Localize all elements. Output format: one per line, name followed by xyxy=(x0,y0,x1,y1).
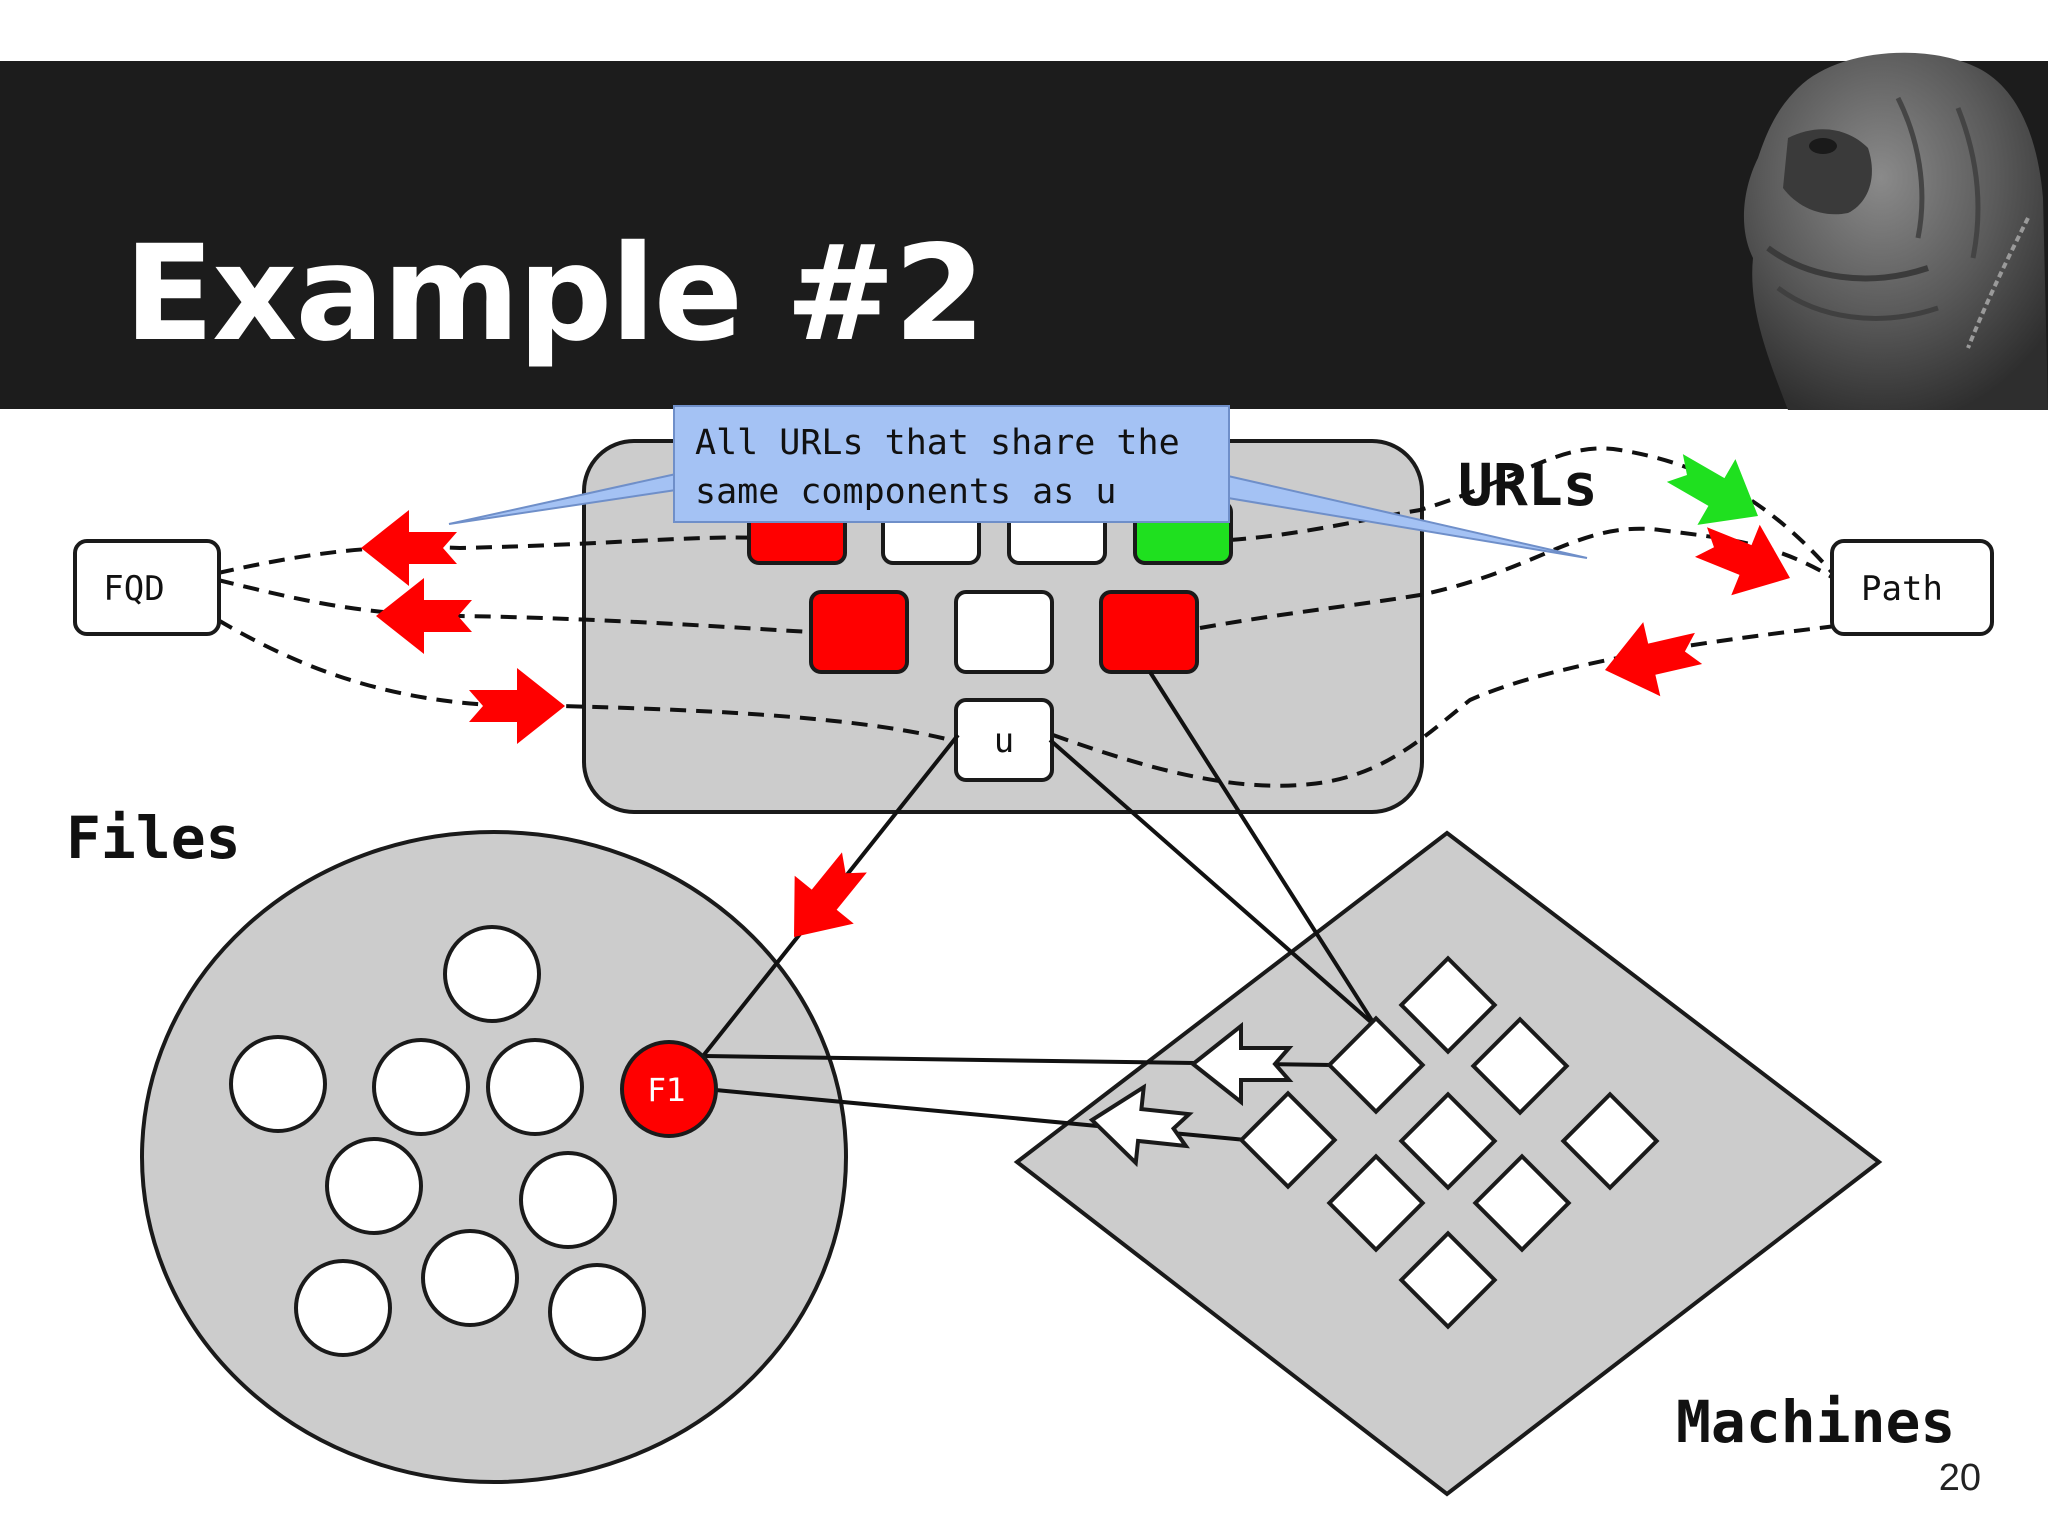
file-circle xyxy=(548,1263,646,1361)
file-circle xyxy=(294,1259,392,1357)
machine-square xyxy=(1472,1153,1572,1253)
u-label: u xyxy=(994,721,1014,761)
file-f1-circle xyxy=(620,1040,718,1138)
f1-label: F1 xyxy=(648,1071,687,1109)
machine-square xyxy=(1326,1153,1426,1253)
file-circle xyxy=(229,1035,327,1133)
file-circle xyxy=(486,1038,584,1136)
url-square-red-3 xyxy=(1099,590,1199,674)
red-arrow-icon xyxy=(469,668,565,744)
callout: All URLs that share the same components … xyxy=(673,405,1230,523)
path-label: Path xyxy=(1861,569,1943,609)
machines-label: Machines xyxy=(1676,1388,1955,1456)
red-arrow-icon xyxy=(376,578,472,654)
title-bar xyxy=(0,61,2048,409)
dog-photo xyxy=(1744,52,2048,410)
machine-square xyxy=(1560,1091,1660,1191)
page-number: 20 xyxy=(1938,1457,1981,1499)
fqd-label: FQD xyxy=(103,569,164,609)
machine-square xyxy=(1398,1091,1498,1191)
red-arrow-icon xyxy=(361,510,457,586)
path-box xyxy=(1830,539,1994,636)
machine-square xyxy=(1398,955,1498,1055)
file-circles xyxy=(229,925,646,1361)
urls-label: URLs xyxy=(1458,451,1598,519)
machine-square xyxy=(1238,1090,1338,1190)
url-square-red-2 xyxy=(809,590,909,674)
machine-square xyxy=(1470,1016,1570,1116)
file-circle xyxy=(372,1038,470,1136)
fqd-box xyxy=(73,539,221,636)
machine-squares xyxy=(1238,955,1660,1330)
files-label: Files xyxy=(66,804,241,872)
file-circle xyxy=(443,925,541,1023)
red-arrow-icon xyxy=(1596,611,1708,708)
slide-title: Example #2 xyxy=(124,217,986,371)
file-circle xyxy=(325,1137,423,1235)
url-square-white-3 xyxy=(954,590,1054,674)
machine-square xyxy=(1326,1015,1426,1115)
machine-square xyxy=(1398,1230,1498,1330)
file-circle xyxy=(519,1151,617,1249)
red-arrow-icon xyxy=(764,838,884,961)
file-circle xyxy=(421,1229,519,1327)
